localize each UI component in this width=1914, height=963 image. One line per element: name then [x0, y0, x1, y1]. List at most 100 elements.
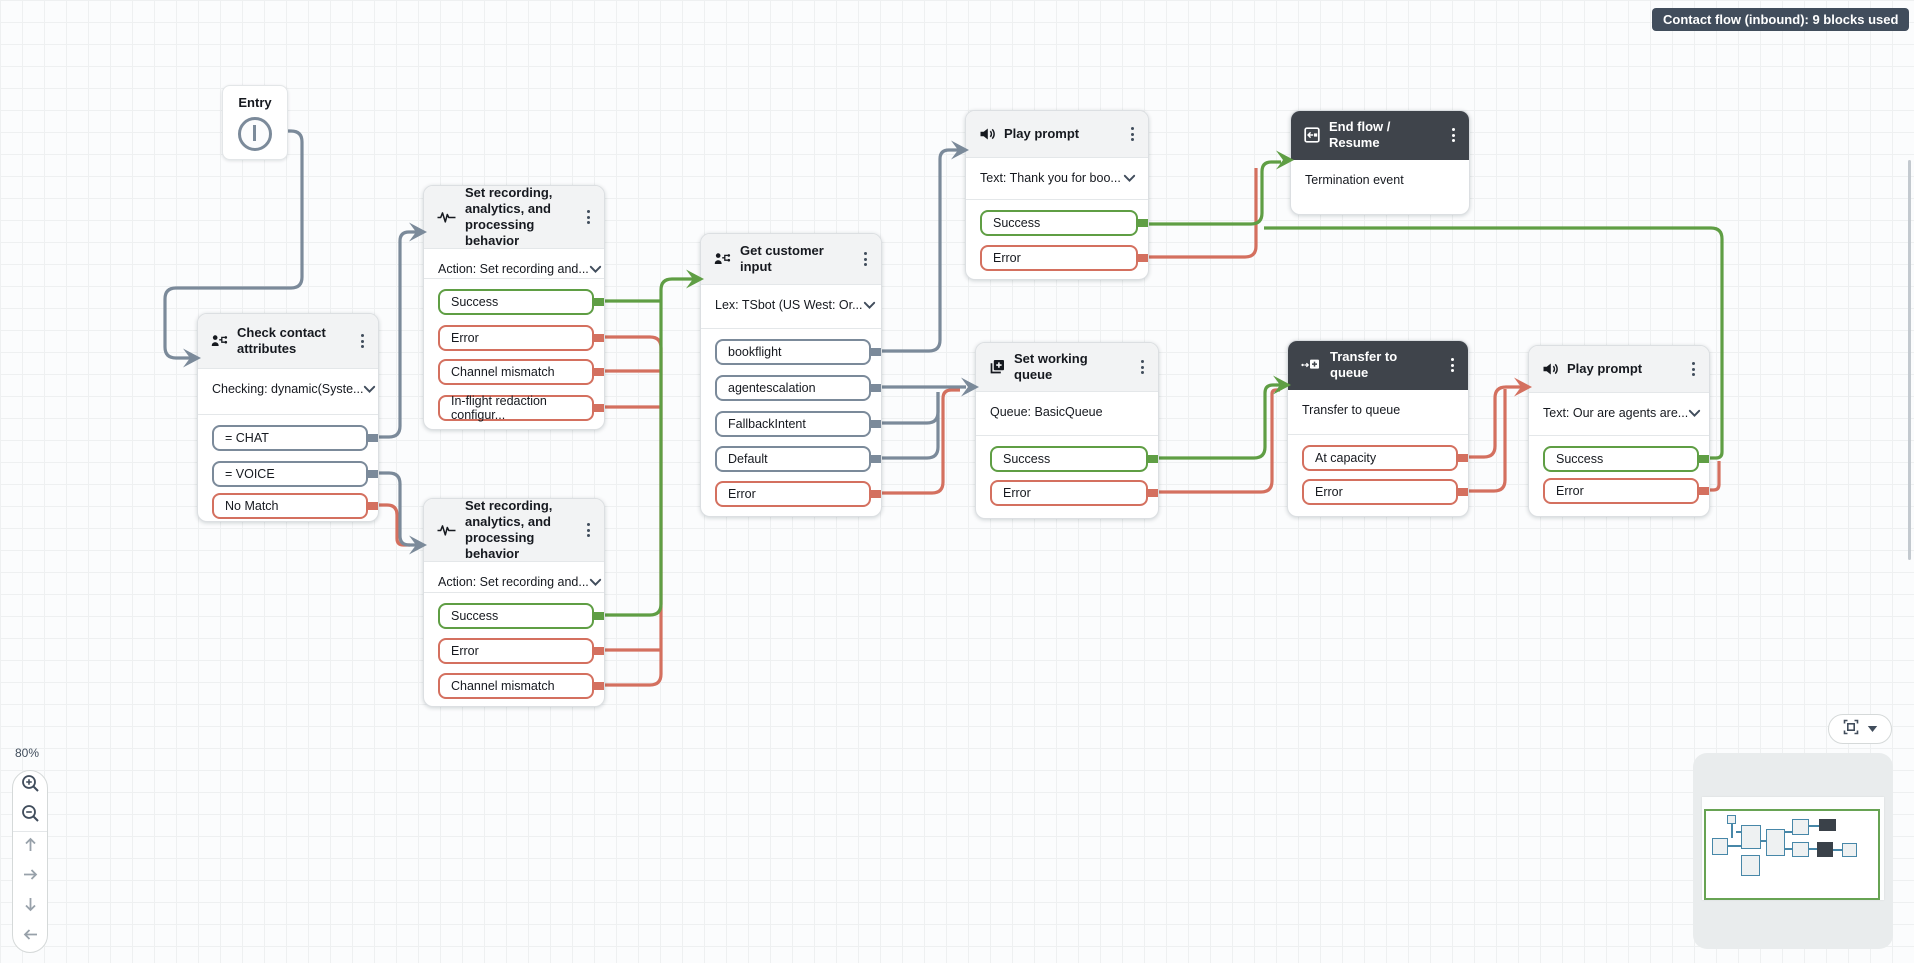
chevron-down-icon[interactable]: [863, 301, 876, 310]
block-menu-kebab-icon[interactable]: [1137, 356, 1148, 378]
output-port-fallbackintent[interactable]: FallbackIntent: [715, 411, 871, 437]
output-port-no-match[interactable]: No Match: [212, 493, 368, 519]
port-connector-stub[interactable]: [1456, 454, 1468, 462]
block-menu-kebab-icon[interactable]: [583, 206, 594, 228]
output-port-error[interactable]: Error: [990, 480, 1148, 506]
port-connector-stub[interactable]: [592, 298, 604, 306]
connection-wire-red: [377, 503, 410, 547]
output-port-success[interactable]: Success: [1543, 446, 1699, 472]
output-port-error[interactable]: Error: [715, 481, 871, 507]
port-connector-stub[interactable]: [869, 455, 881, 463]
block-menu-kebab-icon[interactable]: [860, 248, 871, 270]
vertical-scrollbar[interactable]: [1908, 160, 1911, 560]
dropdown-caret-icon[interactable]: [1867, 720, 1878, 738]
port-connector-stub[interactable]: [1697, 487, 1709, 495]
output-port-default[interactable]: Default: [715, 446, 871, 472]
chevron-down-icon[interactable]: [363, 385, 376, 394]
output-port-error[interactable]: Error: [980, 245, 1138, 271]
entry-block[interactable]: Entry: [222, 85, 288, 160]
port-connector-stub[interactable]: [592, 612, 604, 620]
zoom-out-button[interactable]: [13, 801, 47, 831]
pan-left-button[interactable]: [13, 922, 47, 952]
minimap-wire: [1785, 848, 1792, 850]
block-set-recording-top[interactable]: Set recording, analytics, and processing…: [423, 185, 605, 430]
block-summary: Lex: TSbot (US West: Or...: [715, 298, 863, 312]
output-port-chat[interactable]: = CHAT: [212, 425, 368, 451]
output-port-bookflight[interactable]: bookflight: [715, 339, 871, 365]
pan-right-button[interactable]: [13, 862, 47, 892]
port-label: Error: [728, 487, 756, 501]
minimap[interactable]: [1693, 753, 1893, 949]
chevron-down-icon[interactable]: [1688, 409, 1701, 418]
port-connector-stub[interactable]: [592, 647, 604, 655]
port-connector-stub[interactable]: [592, 682, 604, 690]
output-port-voice[interactable]: = VOICE: [212, 461, 368, 487]
chevron-down-icon[interactable]: [589, 578, 602, 587]
port-label: No Match: [225, 499, 279, 513]
port-connector-stub[interactable]: [1146, 489, 1158, 497]
port-connector-stub[interactable]: [869, 420, 881, 428]
block-summary: Action: Set recording and...: [438, 262, 589, 276]
port-connector-stub[interactable]: [366, 470, 378, 478]
output-port-channel-mismatch[interactable]: Channel mismatch: [438, 673, 594, 699]
fit-to-screen-button[interactable]: [1828, 714, 1892, 744]
port-connector-stub[interactable]: [1697, 455, 1709, 463]
zoom-in-button[interactable]: [13, 771, 47, 801]
output-port-success[interactable]: Success: [980, 210, 1138, 236]
pan-up-button[interactable]: [13, 832, 47, 862]
output-port-success[interactable]: Success: [438, 603, 594, 629]
block-menu-kebab-icon[interactable]: [583, 519, 594, 541]
output-port-channel-mismatch[interactable]: Channel mismatch: [438, 359, 594, 385]
block-menu-kebab-icon[interactable]: [1688, 358, 1699, 380]
port-label: = VOICE: [225, 467, 275, 481]
block-menu-kebab-icon[interactable]: [1448, 124, 1459, 146]
port-connector-stub[interactable]: [1136, 219, 1148, 227]
toolbar-divider: [13, 831, 47, 832]
flow-status-badge: Contact flow (inbound): 9 blocks used: [1652, 8, 1910, 31]
waveform-icon: [437, 211, 456, 224]
port-connector-stub[interactable]: [366, 502, 378, 510]
port-connector-stub[interactable]: [1456, 488, 1468, 496]
output-port-success[interactable]: Success: [990, 446, 1148, 472]
port-connector-stub[interactable]: [366, 434, 378, 442]
port-connector-stub[interactable]: [1136, 254, 1148, 262]
block-summary: Queue: BasicQueue: [990, 405, 1103, 419]
port-connector-stub[interactable]: [592, 368, 604, 376]
pan-down-button[interactable]: [13, 892, 47, 922]
ports-divider: [198, 414, 378, 415]
port-connector-stub[interactable]: [592, 404, 604, 412]
block-menu-kebab-icon[interactable]: [1127, 123, 1138, 145]
output-port-success[interactable]: Success: [438, 289, 594, 315]
block-title: Check contact attributes: [237, 324, 326, 356]
output-port-error[interactable]: Error: [1543, 478, 1699, 504]
chevron-down-icon[interactable]: [589, 265, 602, 274]
minimap-block: [1792, 842, 1809, 857]
output-port-error[interactable]: Error: [438, 325, 594, 351]
port-connector-stub[interactable]: [592, 334, 604, 342]
minimap-wire: [1809, 825, 1819, 827]
port-connector-stub[interactable]: [869, 348, 881, 356]
block-menu-kebab-icon[interactable]: [1447, 354, 1458, 376]
block-set-recording-bottom[interactable]: Set recording, analytics, and processing…: [423, 498, 605, 707]
chevron-down-icon[interactable]: [1123, 174, 1136, 183]
port-connector-stub[interactable]: [869, 384, 881, 392]
port-label: Error: [1556, 484, 1584, 498]
connection-wire-gray: [377, 230, 418, 439]
port-label: Success: [1556, 452, 1604, 466]
output-port-agentescalation[interactable]: agentescalation: [715, 375, 871, 401]
output-port-error[interactable]: Error: [438, 638, 594, 664]
output-port-at-capacity[interactable]: At capacity: [1302, 445, 1458, 471]
port-connector-stub[interactable]: [869, 490, 881, 498]
port-connector-stub[interactable]: [1146, 455, 1158, 463]
output-port-in-flight-redaction-configur[interactable]: In-flight redaction configur...: [438, 394, 594, 422]
block-menu-kebab-icon[interactable]: [357, 330, 368, 352]
output-port-error[interactable]: Error: [1302, 479, 1458, 505]
